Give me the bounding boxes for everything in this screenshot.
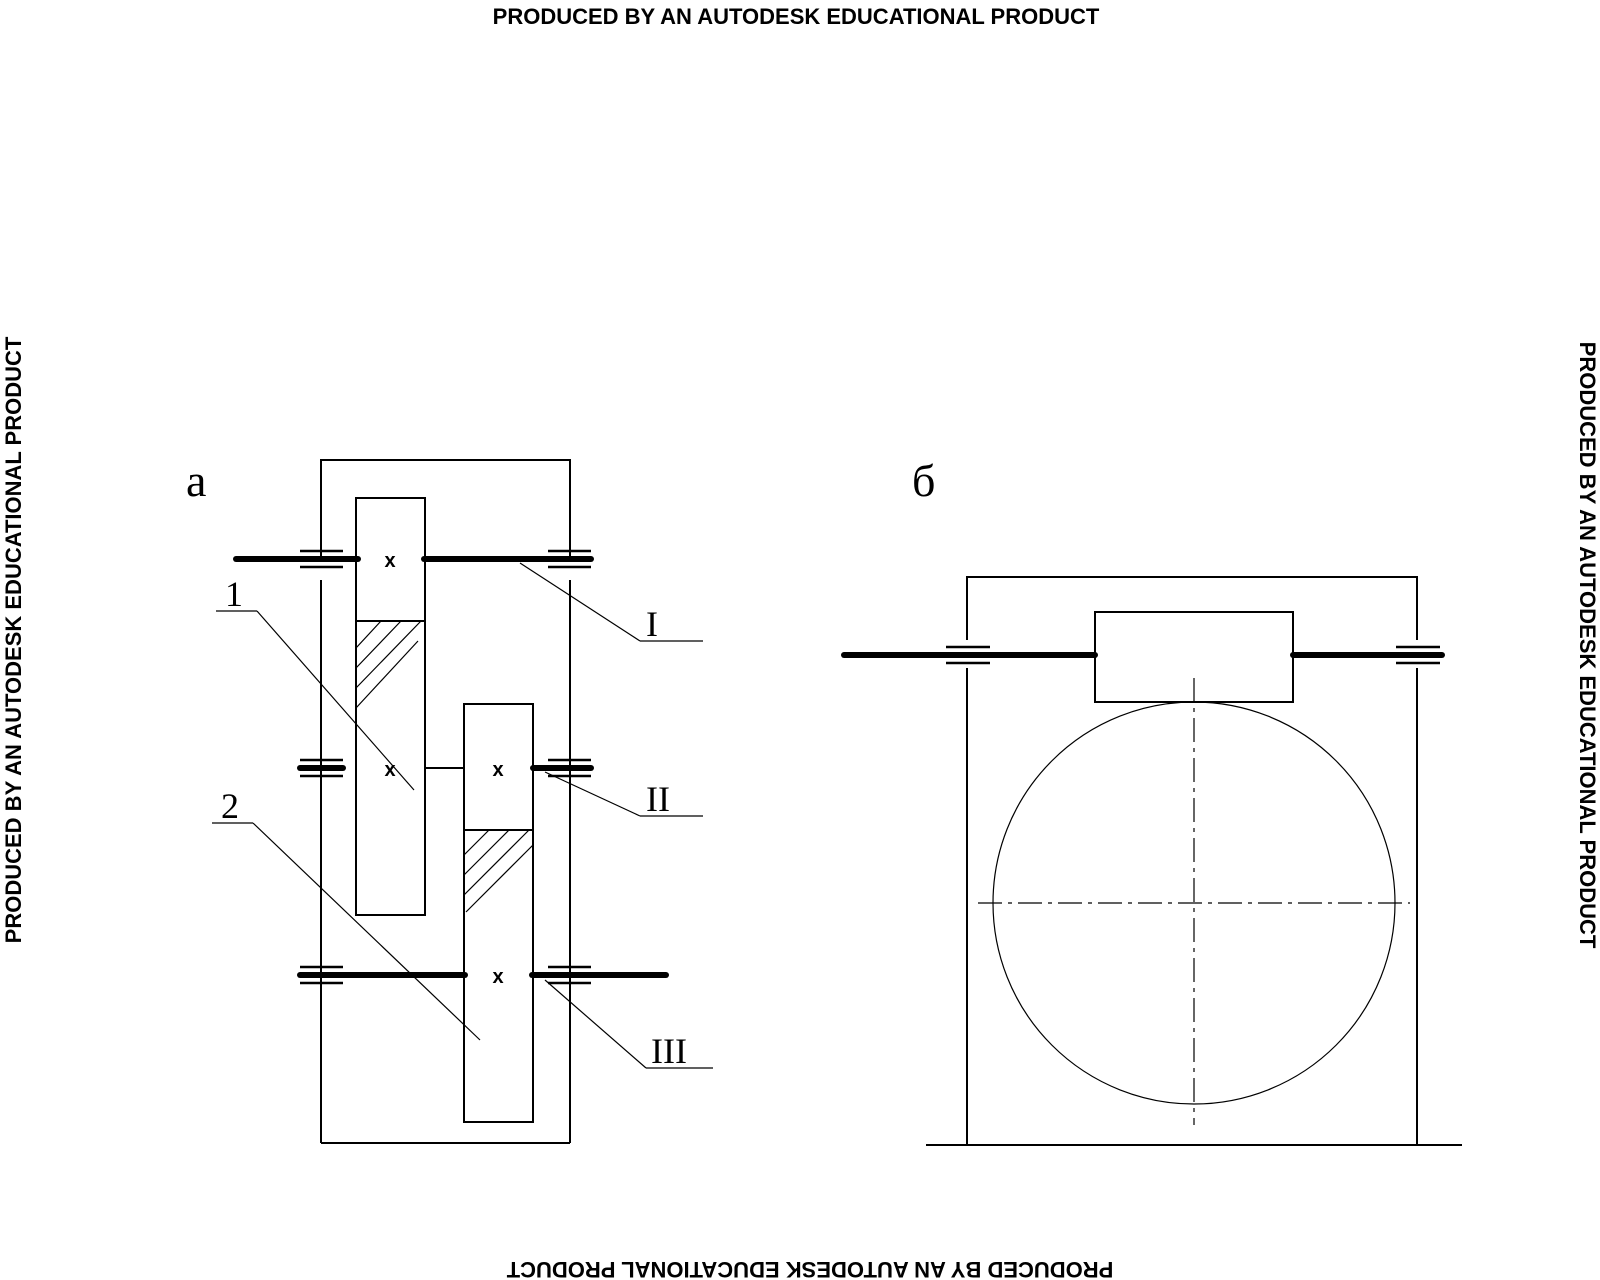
bearing-shaft-iii-left [300,965,343,985]
bearing-shaft-i-left [300,549,343,569]
gear-2-block [463,703,534,1123]
part-label-1: 1 [225,574,243,614]
housing-b-top [966,576,1418,640]
gear-1-block [355,497,426,916]
watermark-left: PRODUCED BY AN AUTODESK EDUCATIONAL PROD… [1,336,26,943]
leader-part-2 [252,822,481,1041]
leader-shaft-iii [544,979,647,1069]
bearing-shaft-ii-right [548,758,591,778]
gear-1-hatching [355,620,422,709]
view-b: б [841,455,1462,1146]
bearing-shaft-i-right [548,549,591,569]
gear-center-mark-2-top: x [492,759,503,781]
shaft-label-ii: II [646,779,670,819]
gear-center-mark-2-bottom: x [492,966,503,988]
housing-top [320,459,571,560]
watermark-top: PRODUCED BY AN AUTODESK EDUCATIONAL PROD… [493,4,1100,29]
watermark-right: PRODUCED BY AN AUTODESK EDUCATIONAL PROD… [1575,342,1600,949]
view-a-label: а [186,455,206,506]
shaft-label-iii: III [651,1031,687,1071]
leader-shaft-ii [544,771,641,817]
gear-center-mark-1-bottom: x [384,759,395,781]
part-label-2: 2 [221,786,239,826]
leader-shaft-i [519,562,641,642]
view-b-label: б [912,455,935,506]
view-a: а [186,455,713,1144]
shaft-label-i: I [646,604,658,644]
bearing-worm-right [1396,645,1440,665]
leader-part-1 [256,610,415,791]
watermark-bottom: PRODUCED BY AN AUTODESK EDUCATIONAL PROD… [506,1257,1113,1280]
gear-2-hatching [463,829,534,913]
bearing-shaft-ii-left [300,758,343,778]
bearing-shaft-iii-right [548,965,591,985]
gear-center-mark-1-top: x [384,550,395,572]
bearing-worm-left [946,645,990,665]
